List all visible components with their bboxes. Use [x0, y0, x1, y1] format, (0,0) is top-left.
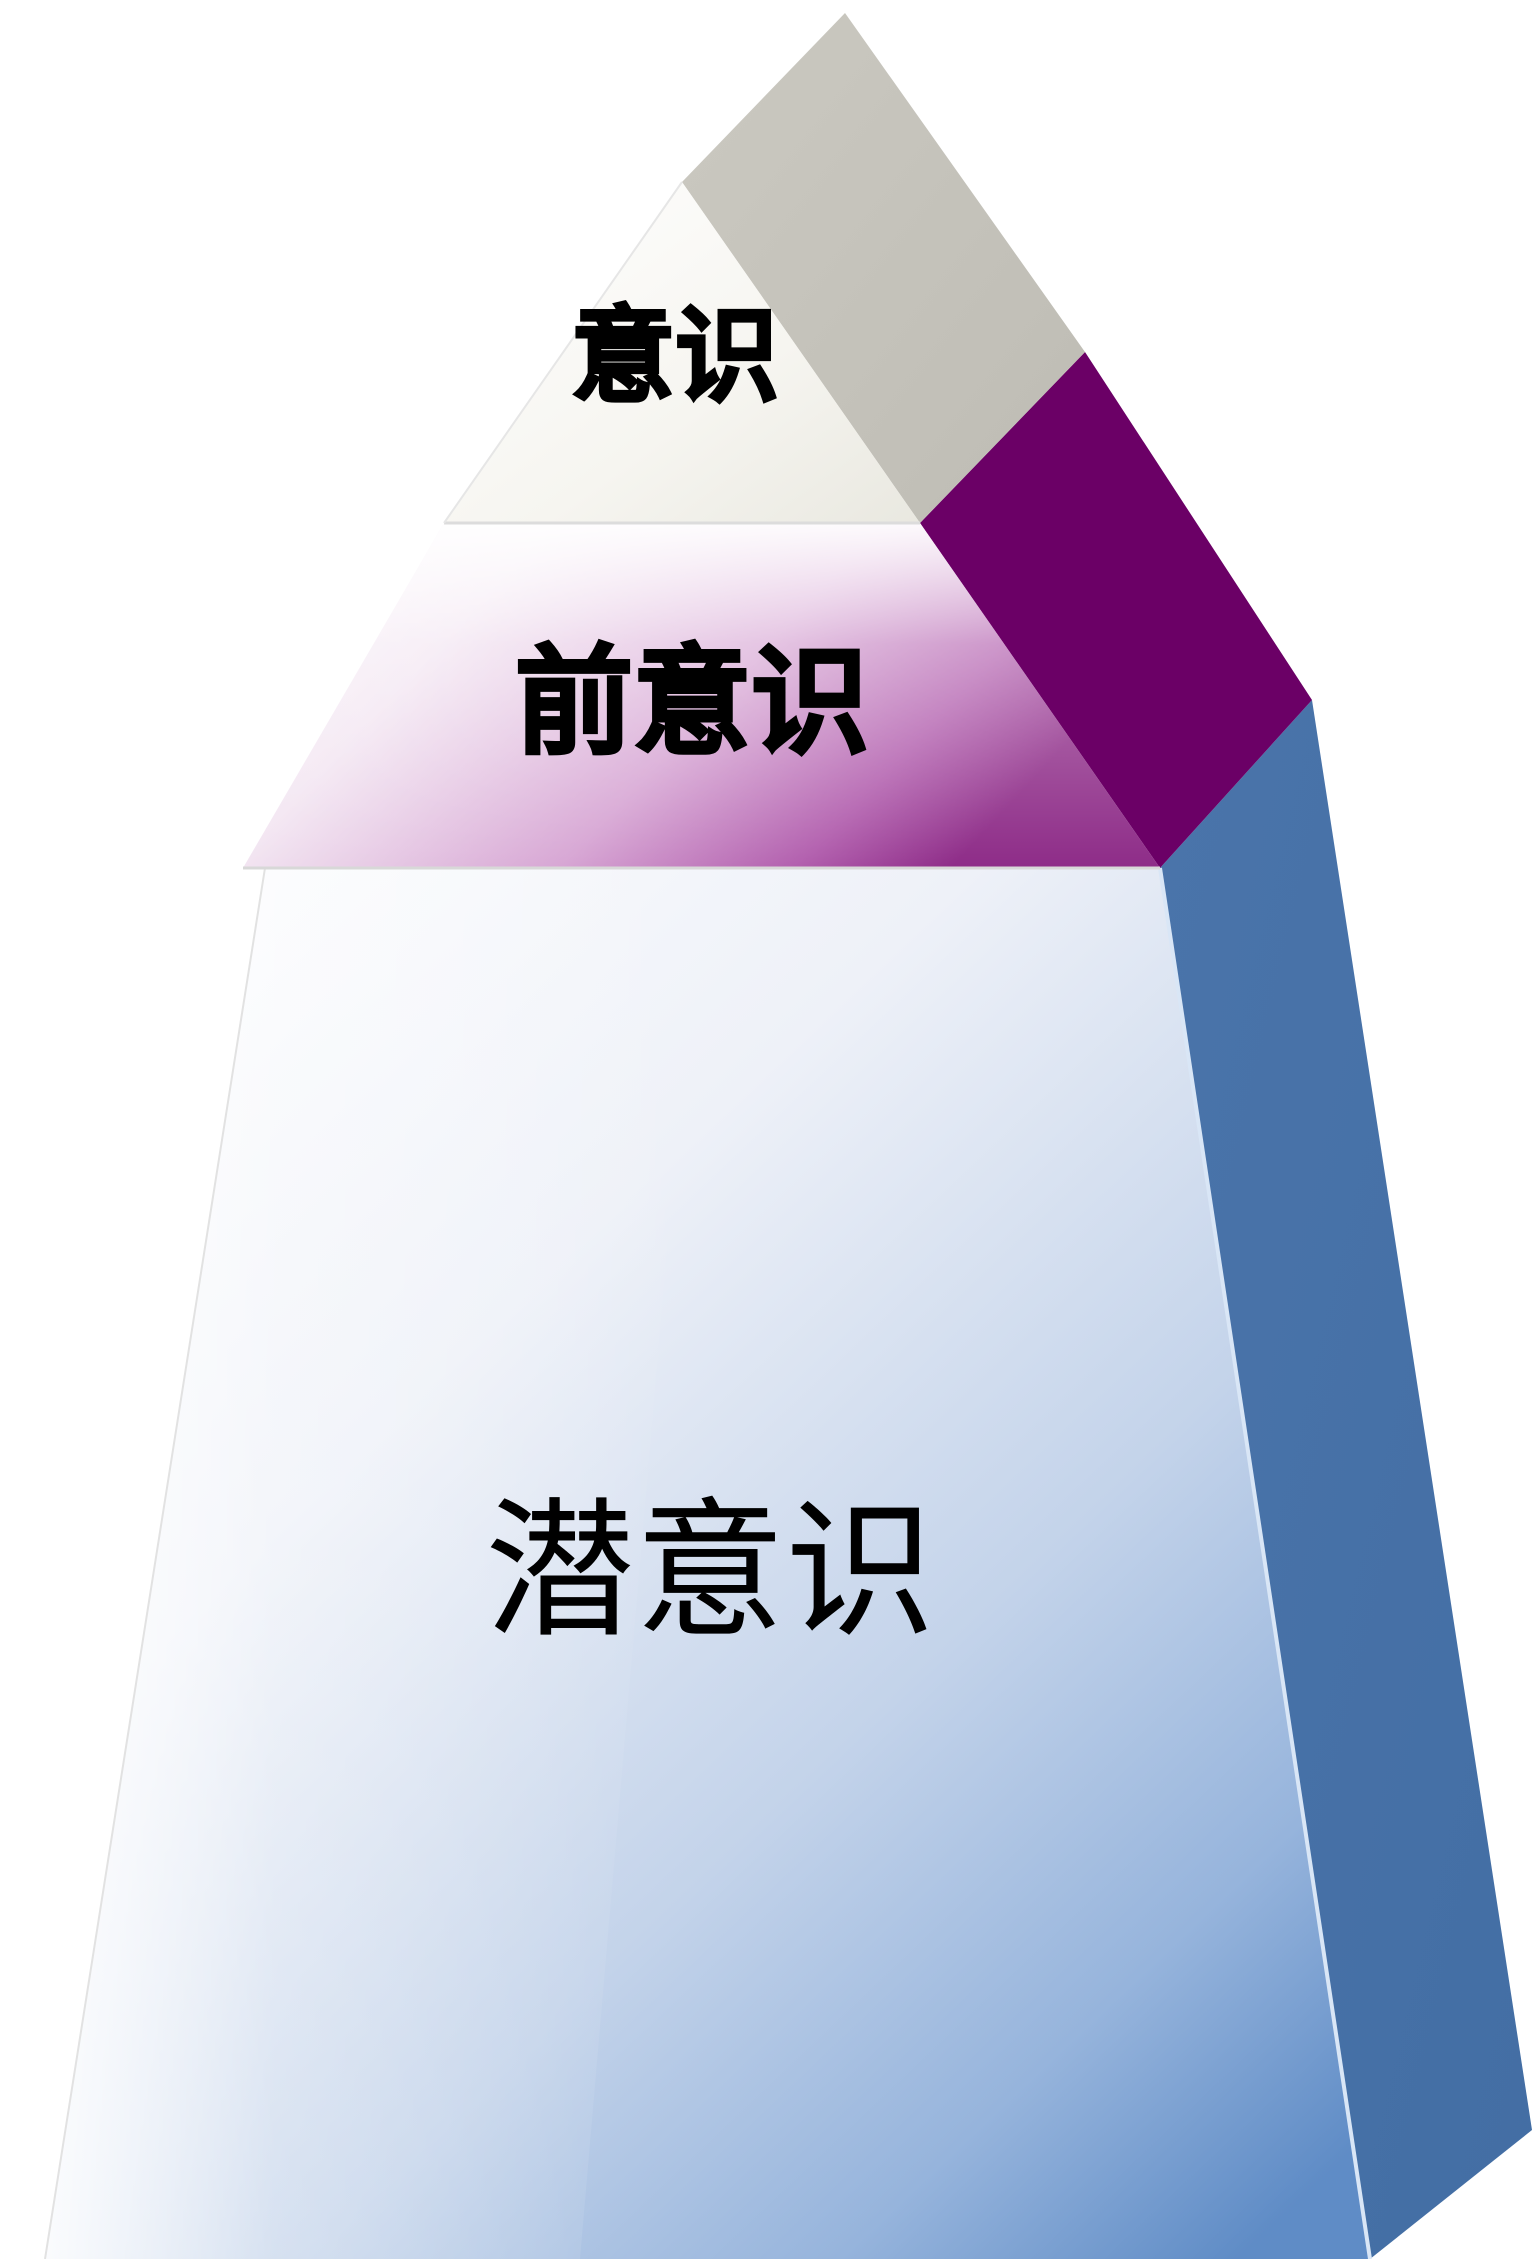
top-tier-side	[682, 13, 1085, 523]
tier-label-subconscious: 潜意识	[484, 1485, 936, 1659]
bottom-tier-sheen	[45, 868, 700, 2259]
bottom-tier-left-edge	[44, 867, 266, 2259]
bottom-tier-edge-highlight	[1158, 867, 1372, 2259]
tier-label-consciousness: 意识	[569, 295, 780, 417]
top-tier-left-edge	[443, 181, 683, 524]
middle-tier-side	[920, 352, 1312, 868]
tier-label-preconscious: 前意识	[513, 633, 870, 771]
bottom-tier-side	[1160, 700, 1532, 2259]
middle-tier-sheen	[243, 523, 1160, 868]
top-tier-face	[444, 182, 920, 523]
